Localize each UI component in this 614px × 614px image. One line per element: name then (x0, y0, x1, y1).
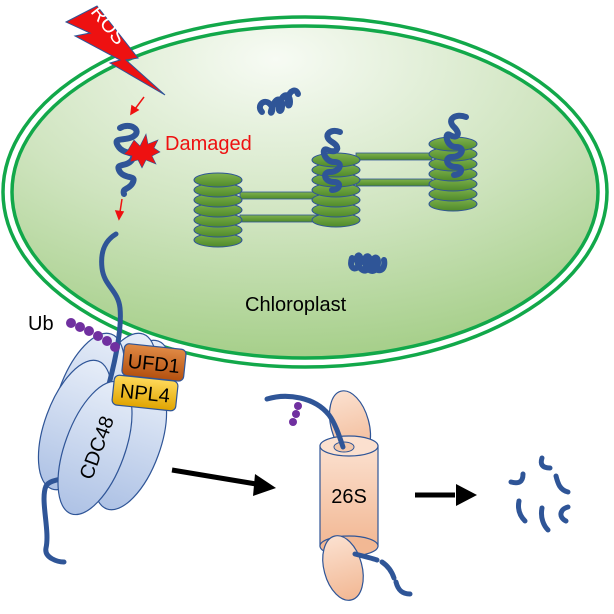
chloroplast-outer-membrane (1, 15, 609, 369)
damaged-label: Damaged (165, 133, 252, 155)
proteasome-regulatory-cap-bottom (322, 535, 364, 601)
substrate-entering-proteasome (264, 393, 346, 450)
protein-helix-free-1 (256, 87, 301, 116)
translocation-arrow-icon (114, 198, 125, 221)
ufd1-cofactor: UFD1 (121, 343, 187, 382)
ubiquitin-chain (66, 318, 120, 352)
granum-stack (193, 172, 243, 248)
ubiquitin-chain-small (289, 402, 302, 426)
peptide-fragments (508, 455, 571, 533)
chloroplast-label: Chloroplast (245, 294, 347, 316)
pathway-arrow-2 (415, 484, 477, 506)
protein-helix-on-grana-2 (443, 112, 469, 178)
protein-helix-free-2 (348, 252, 388, 274)
protein-helix-on-grana-1 (320, 128, 343, 193)
proteasome-26s[interactable]: 26S (316, 386, 379, 605)
ub-label: Ub (28, 313, 54, 335)
npl4-cofactor: NPL4 (111, 374, 179, 412)
npl4-label: NPL4 (119, 380, 171, 407)
pathway-arrow-1 (171, 467, 276, 496)
thylakoid-disc (193, 172, 243, 188)
ros-lightning-bolt-icon: ROS (64, 2, 166, 96)
proteasome-label: 26S (331, 486, 367, 508)
substrate-exiting-proteasome (352, 551, 413, 597)
damage-arrow-icon (130, 96, 145, 116)
oxidative-damage-burst-icon (123, 133, 161, 169)
ufd1-label: UFD1 (127, 351, 181, 378)
